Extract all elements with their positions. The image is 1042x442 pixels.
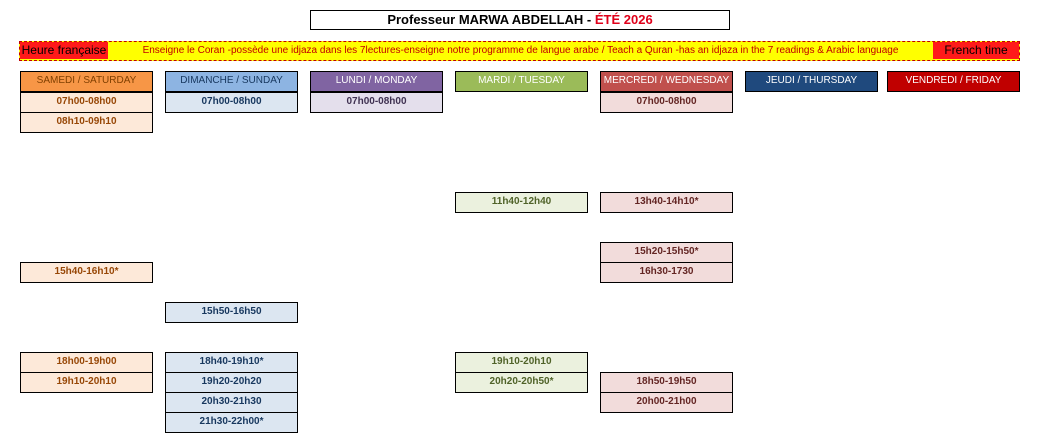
title-teacher: Professeur MARWA ABDELLAH - bbox=[387, 12, 595, 27]
schedule-title: Professeur MARWA ABDELLAH - ÉTÉ 2026 bbox=[310, 10, 730, 30]
info-banner: Heure française Enseigne le Coran -possè… bbox=[19, 41, 1020, 61]
day-header-sunday: DIMANCHE / SUNDAY bbox=[165, 71, 298, 92]
banner-left-label: Heure française bbox=[20, 42, 108, 59]
title-season: ÉTÉ 2026 bbox=[594, 12, 653, 27]
day-header-saturday: SAMEDI / SATURDAY bbox=[20, 71, 153, 92]
time-slot-tuesday[interactable]: 11h40-12h40 bbox=[455, 192, 588, 213]
time-slot-sunday[interactable]: 15h50-16h50 bbox=[165, 302, 298, 323]
time-slot-wednesday[interactable]: 13h40-14h10* bbox=[600, 192, 733, 213]
time-slot-tuesday[interactable]: 20h20-20h50* bbox=[455, 372, 588, 393]
day-header-wednesday: MERCREDI / WEDNESDAY bbox=[600, 71, 733, 92]
banner-right-label: French time bbox=[933, 42, 1019, 59]
time-slot-sunday[interactable]: 21h30-22h00* bbox=[165, 412, 298, 433]
time-slot-sunday[interactable]: 20h30-21h30 bbox=[165, 392, 298, 413]
time-slot-sunday[interactable]: 07h00-08h00 bbox=[165, 92, 298, 113]
time-slot-sunday[interactable]: 19h20-20h20 bbox=[165, 372, 298, 393]
time-slot-monday[interactable]: 07h00-08h00 bbox=[310, 92, 443, 113]
time-slot-wednesday[interactable]: 07h00-08h00 bbox=[600, 92, 733, 113]
day-header-thursday: JEUDI / THURSDAY bbox=[745, 71, 878, 92]
time-slot-wednesday[interactable]: 18h50-19h50 bbox=[600, 372, 733, 393]
time-slot-saturday[interactable]: 18h00-19h00 bbox=[20, 352, 153, 373]
time-slot-sunday[interactable]: 18h40-19h10* bbox=[165, 352, 298, 373]
time-slot-saturday[interactable]: 07h00-08h00 bbox=[20, 92, 153, 113]
time-slot-wednesday[interactable]: 15h20-15h50* bbox=[600, 242, 733, 263]
time-slot-saturday[interactable]: 15h40-16h10* bbox=[20, 262, 153, 283]
day-header-monday: LUNDI / MONDAY bbox=[310, 71, 443, 92]
banner-description: Enseigne le Coran -possède une idjaza da… bbox=[142, 45, 899, 56]
time-slot-tuesday[interactable]: 19h10-20h10 bbox=[455, 352, 588, 373]
day-header-friday: VENDREDI / FRIDAY bbox=[887, 71, 1020, 92]
time-slot-saturday[interactable]: 08h10-09h10 bbox=[20, 112, 153, 133]
time-slot-wednesday[interactable]: 16h30-1730 bbox=[600, 262, 733, 283]
day-header-tuesday: MARDI / TUESDAY bbox=[455, 71, 588, 92]
time-slot-saturday[interactable]: 19h10-20h10 bbox=[20, 372, 153, 393]
time-slot-wednesday[interactable]: 20h00-21h00 bbox=[600, 392, 733, 413]
